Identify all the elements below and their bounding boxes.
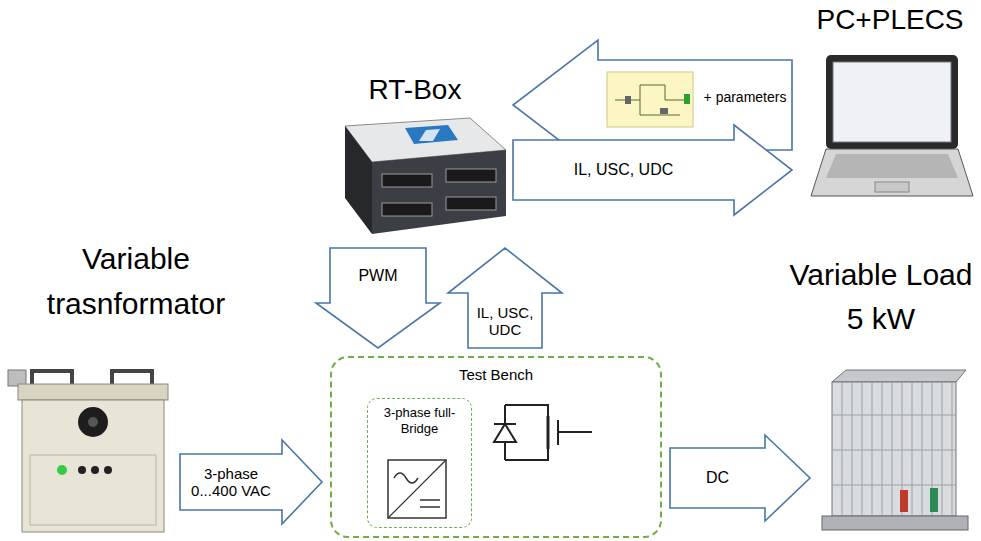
block-arrow (316, 248, 440, 348)
laptop-screen (833, 62, 951, 142)
load-grid (832, 382, 956, 516)
load-base (822, 516, 968, 530)
test-bench-box: Test Bench 3-phase full-Bridge (330, 356, 662, 538)
sub-d-connector (382, 203, 432, 216)
arrow-label: 3-phase 0...400 VAC (184, 465, 278, 500)
converter-diagonal (388, 460, 446, 518)
transformer-picture (8, 370, 168, 532)
mosfet-wires (505, 405, 548, 460)
block-arrow (180, 440, 322, 524)
schematic-part (660, 108, 668, 114)
laptop-node: PC+PLECS (800, 45, 975, 205)
laptop-keyboard (826, 154, 958, 178)
terminal (104, 466, 112, 474)
load-cage (832, 382, 956, 516)
rt-box-front (372, 150, 506, 234)
converter-symbol (388, 460, 446, 518)
sub-d-connector (382, 174, 432, 187)
arrow-label: IL, USC, UDC (574, 161, 674, 179)
box-title: Test Bench (332, 358, 660, 384)
mosfet-gate (558, 420, 592, 445)
load-part (900, 490, 908, 512)
box-title: 3-phase full-Bridge (368, 399, 471, 436)
transformer-lid (18, 384, 168, 400)
load-part (930, 488, 938, 512)
ac-sign (394, 473, 418, 483)
schematic-sheet (607, 72, 693, 127)
rt-box-side (345, 126, 372, 234)
heading-label: PC+PLECS (800, 3, 980, 37)
converter-frame (388, 460, 446, 518)
heading-label: RT-Box (325, 73, 505, 107)
diode-triangle (494, 424, 516, 442)
load-node: Variable Load 5 kW (818, 365, 968, 535)
arrow-label: DC (706, 469, 729, 487)
schematic-part (684, 94, 690, 104)
full-bridge-box: 3-phase full-Bridge (367, 398, 472, 528)
laptop-picture (811, 55, 973, 196)
load-top (832, 370, 966, 382)
terminal (78, 466, 86, 474)
transformer-knob (78, 407, 108, 437)
rt-box-picture (345, 118, 506, 234)
block-arrow (513, 125, 792, 215)
heading-label: Variable trasnformator (30, 236, 242, 326)
dc-sign (420, 500, 440, 507)
arrow-label: + parameters (704, 89, 787, 105)
transformer-knob-cap (88, 417, 98, 427)
transformer-node: Variable trasnformator (5, 358, 172, 536)
sub-d-connector (446, 169, 496, 182)
block-arrow (670, 435, 810, 521)
schematic-part (625, 96, 631, 104)
schematic-thumbnail (607, 72, 693, 127)
load-picture (822, 370, 968, 530)
laptop-lid (826, 55, 958, 149)
laptop-touchpad (875, 182, 909, 192)
block-arrow (448, 248, 562, 348)
schematic-wires (615, 85, 685, 115)
pilot-light (57, 465, 67, 475)
laptop-base (811, 149, 973, 196)
mosfet-channel (547, 416, 550, 449)
transformer-panel (30, 455, 156, 525)
diode-bar (494, 423, 516, 425)
transformer-body (22, 400, 164, 532)
rt-box-logo-mark (419, 129, 440, 141)
rt-box-node: RT-Box (325, 115, 505, 240)
mosfet-diode-symbol (494, 405, 592, 460)
heading-label: Variable Load 5 kW (782, 253, 980, 340)
terminal (91, 466, 99, 474)
sub-d-connector (446, 197, 496, 210)
arrow-label: PWM (358, 266, 397, 284)
arrow-label: IL, USC, UDC (471, 303, 539, 338)
rt-box-logo (405, 125, 458, 144)
